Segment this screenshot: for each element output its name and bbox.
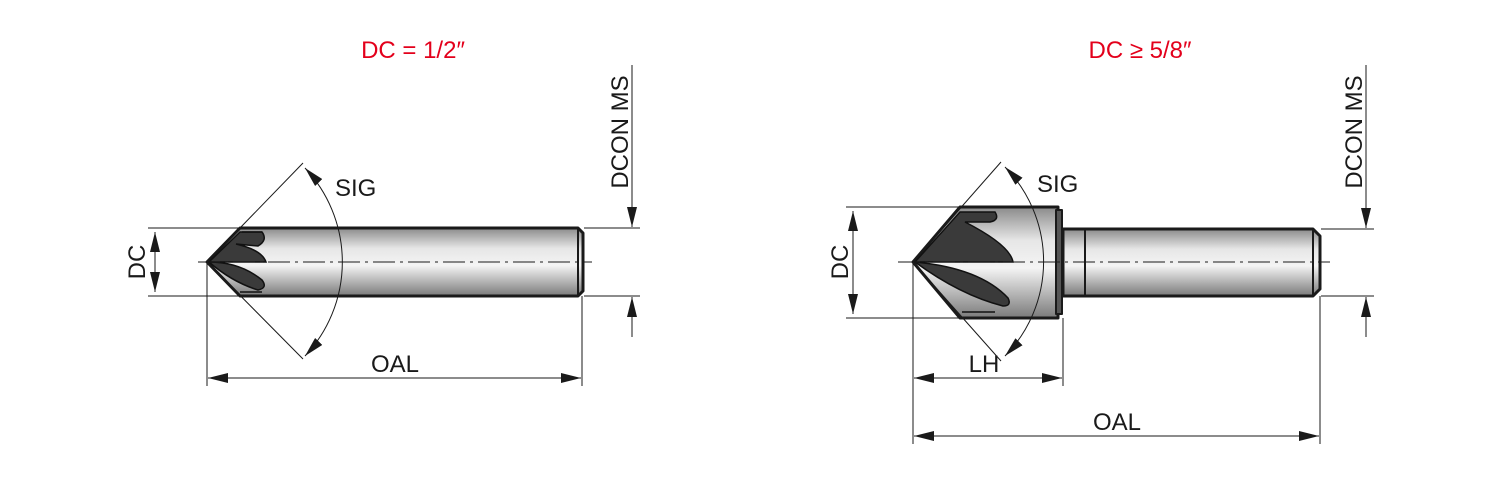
right-lh-label: LH: [969, 351, 1000, 378]
left-dc-label: DC: [124, 245, 151, 280]
left-title: DC = 1/2″: [361, 37, 465, 64]
right-dc-label: DC: [827, 245, 854, 280]
left-diagram: DC = 1/2″ DC SIG OAL DCON MS: [124, 37, 640, 386]
right-diagram: DC ≥ 5/8″ DC SIG LH OAL: [827, 37, 1374, 444]
left-sig-label: SIG: [335, 175, 376, 202]
right-dcon-label: DCON MS: [1341, 75, 1368, 188]
right-sig-angle: [1004, 166, 1045, 357]
left-dcon-label: DCON MS: [607, 75, 634, 188]
right-title: DC ≥ 5/8″: [1088, 37, 1192, 64]
right-oal-label: OAL: [1093, 409, 1141, 436]
left-sig-angle: [304, 167, 343, 357]
left-oal-label: OAL: [371, 351, 419, 378]
right-sig-label: SIG: [1037, 171, 1078, 198]
